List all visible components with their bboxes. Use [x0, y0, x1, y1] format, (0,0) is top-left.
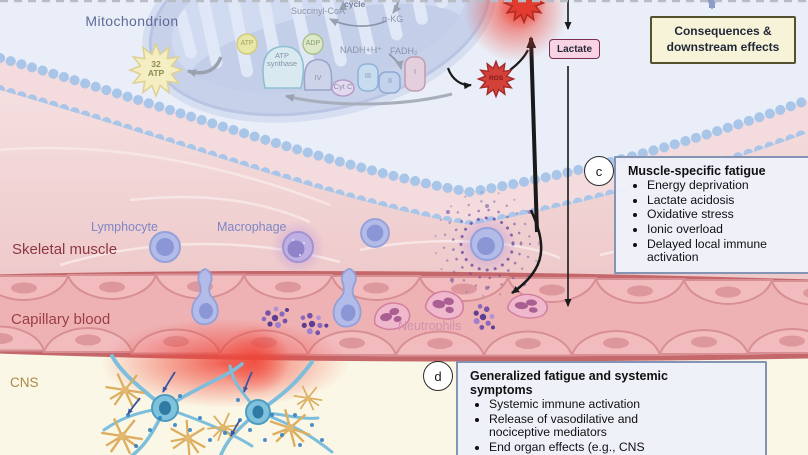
lymphocyte-cell [149, 231, 181, 263]
atp-output-arrow [187, 56, 223, 77]
immune-cells [149, 190, 541, 329]
lactate-badge: Lactate [549, 39, 600, 59]
complex-i-shape [404, 56, 426, 92]
complex-iii-shape [357, 63, 379, 92]
activated-macrophage [433, 190, 541, 298]
lymphocyte-cell-2 [360, 218, 390, 248]
annotation-c-box: Muscle-specific fatigue Energy deprivati… [614, 156, 808, 274]
bullet-item: End organ effects (e.g., CNS modulation) [489, 440, 671, 455]
annotation-c-list: Energy deprivation Lactate acidosis Oxid… [628, 178, 808, 265]
bullet-item: Release of vasodilative and nociceptive … [489, 412, 671, 440]
cyt-c-shape [331, 79, 355, 97]
neurotransmitter-dots [126, 394, 324, 448]
bullet-item: Ionic overload [647, 222, 808, 237]
cns-neurons [99, 354, 334, 455]
bullet-item: Energy deprivation [647, 178, 808, 193]
etc-complexes [236, 33, 426, 97]
etc-flow-arrow [285, 92, 453, 106]
annotation-d-title: Generalized fatigue and systemic symptom… [470, 369, 668, 397]
annotation-d-box: Generalized fatigue and systemic symptom… [456, 361, 767, 455]
complex-iv-shape [303, 58, 333, 91]
adp-circle [302, 33, 324, 55]
bullet-item: Delayed local immune activation [647, 237, 808, 265]
annotation-d-list: Systemic immune activation Release of va… [470, 397, 755, 455]
complex-ii-shape [378, 71, 401, 94]
annotation-c-title: Muscle-specific fatigue [628, 164, 766, 178]
atp-synthase-shape [262, 45, 305, 89]
annotation-d-marker: d [423, 361, 453, 391]
bullet-item: Lactate acidosis [647, 193, 808, 208]
tca-arrows [329, 0, 404, 70]
signal-arrows-cns [127, 371, 253, 437]
atp-circle [236, 33, 258, 55]
bullet-item: Systemic immune activation [489, 397, 671, 412]
consequences-box: Consequences & downstream effects [650, 16, 796, 64]
bullet-item: Oxidative stress [647, 208, 808, 222]
annotation-c-marker: c [584, 156, 614, 186]
